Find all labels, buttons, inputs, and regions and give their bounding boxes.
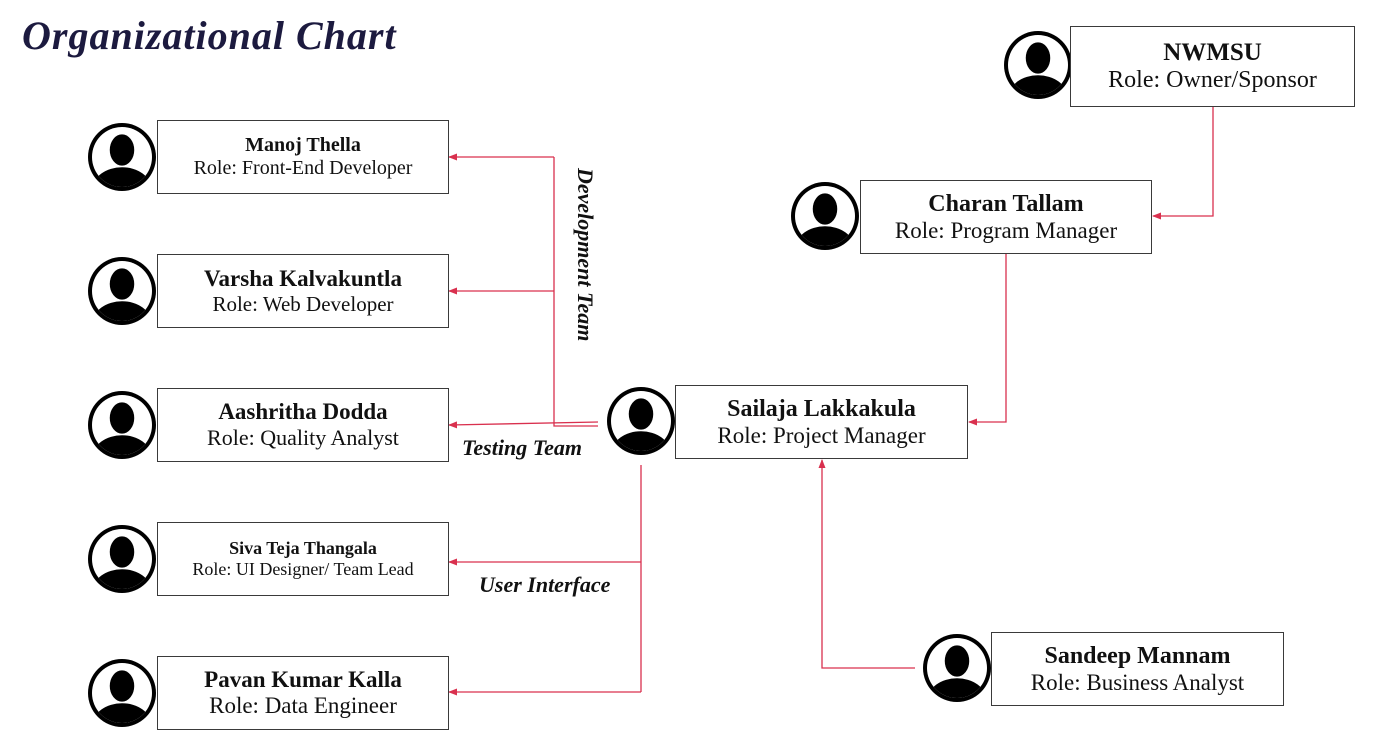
node-sailaja: Sailaja Lakkakula Role: Project Manager: [675, 385, 968, 459]
node-name: Manoj Thella: [245, 134, 361, 156]
team-label-testing: Testing Team: [462, 435, 583, 460]
node-name: Siva Teja Thangala: [229, 538, 377, 558]
node-varsha: Varsha Kalvakuntla Role: Web Developer: [157, 254, 449, 328]
chart-title: Organizational Chart: [22, 13, 397, 58]
person-silhouette-icon: [88, 391, 156, 459]
avatar-nwmsu: [1003, 30, 1073, 100]
node-name: Pavan Kumar Kalla: [204, 667, 402, 692]
avatar-manoj: [87, 122, 157, 192]
node-nwmsu: NWMSU Role: Owner/Sponsor: [1070, 26, 1355, 107]
node-name: Sandeep Mannam: [1044, 642, 1231, 669]
avatar-varsha: [87, 256, 157, 326]
node-role: Role: UI Designer/ Team Lead: [192, 559, 414, 579]
person-silhouette-icon: [923, 634, 991, 702]
node-name: Aashritha Dodda: [218, 399, 388, 424]
connector-charan-sailaja: [968, 254, 1007, 426]
team-label-development: Development Team: [573, 168, 598, 342]
node-role: Role: Front-End Developer: [193, 157, 413, 179]
node-role: Role: Web Developer: [212, 291, 394, 316]
person-silhouette-icon: [88, 659, 156, 727]
node-name: Charan Tallam: [928, 190, 1084, 217]
connector-nwmsu-charan: [1152, 107, 1214, 220]
node-manoj: Manoj Thella Role: Front-End Developer: [157, 120, 449, 194]
person-silhouette-icon: [607, 387, 675, 455]
avatar-sailaja: [606, 386, 676, 456]
node-pavan: Pavan Kumar Kalla Role: Data Engineer: [157, 656, 449, 730]
connector-sandeep-sailaja: [818, 459, 915, 669]
node-role: Role: Program Manager: [894, 217, 1118, 243]
connector-testing-aashritha: [448, 421, 599, 429]
person-silhouette-icon: [88, 257, 156, 325]
node-name: Sailaja Lakkakula: [727, 395, 916, 422]
node-role: Role: Quality Analyst: [207, 425, 399, 450]
node-role: Role: Owner/Sponsor: [1108, 67, 1317, 93]
node-name: Varsha Kalvakuntla: [204, 265, 402, 291]
person-silhouette-icon: [1004, 31, 1072, 99]
person-silhouette-icon: [88, 123, 156, 191]
avatar-siva: [87, 524, 157, 594]
node-role: Role: Project Manager: [717, 422, 926, 448]
node-siva: Siva Teja Thangala Role: UI Designer/ Te…: [157, 522, 449, 596]
connector-dev-trunk: [553, 157, 598, 427]
node-aashritha: Aashritha Dodda Role: Quality Analyst: [157, 388, 449, 462]
avatar-sandeep: [922, 633, 992, 703]
avatar-aashritha: [87, 390, 157, 460]
node-role: Role: Data Engineer: [209, 693, 397, 718]
person-silhouette-icon: [791, 182, 859, 250]
avatar-pavan: [87, 658, 157, 728]
person-silhouette-icon: [88, 525, 156, 593]
node-sandeep: Sandeep Mannam Role: Business Analyst: [991, 632, 1284, 706]
node-name: NWMSU: [1163, 39, 1262, 66]
avatar-charan: [790, 181, 860, 251]
node-charan: Charan Tallam Role: Program Manager: [860, 180, 1152, 254]
node-role: Role: Business Analyst: [1030, 669, 1245, 695]
team-label-ui: User Interface: [479, 572, 611, 597]
